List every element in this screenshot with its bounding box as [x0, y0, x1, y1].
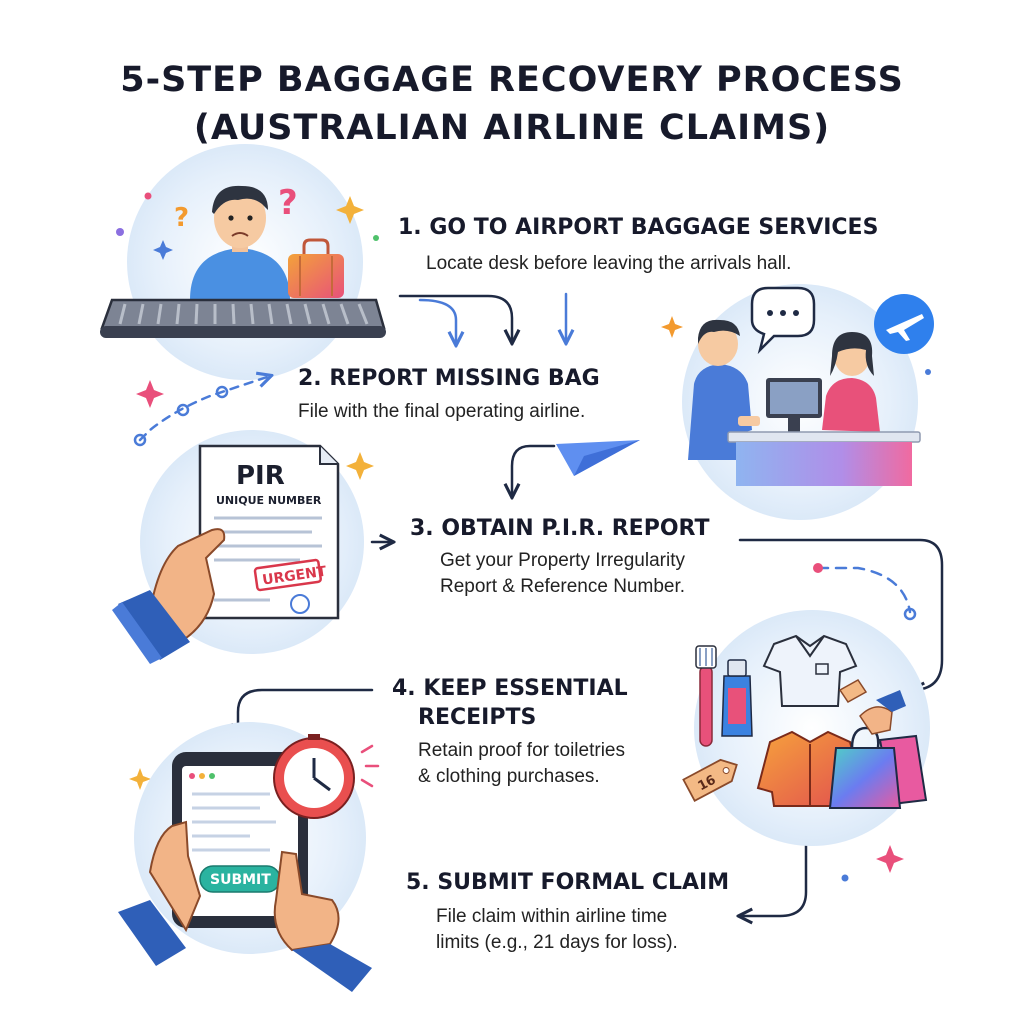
pir-title: PIR: [236, 461, 285, 491]
clock-icon: [273, 734, 355, 819]
toothbrush-icon: [695, 645, 717, 747]
step-5-description-line-1: File claim within airline time: [436, 906, 668, 927]
title-line-2: (AUSTRALIAN AIRLINE CLAIMS): [193, 108, 831, 148]
step-3-heading: 3. OBTAIN P.I.R. REPORT: [410, 516, 710, 541]
step-4-description-line-1: Retain proof for toiletries: [418, 740, 625, 761]
tablet-submission-illustration: SUBMIT: [118, 722, 380, 992]
airplane-icon: [874, 294, 934, 354]
submit-button-label: SUBMIT: [210, 872, 271, 888]
flow-arrows: [138, 292, 944, 916]
speech-bubble-icon: [750, 286, 816, 355]
paper-plane-icon: [556, 440, 640, 476]
toothpaste-icon: [721, 659, 753, 737]
step-2-description: File with the final operating airline.: [298, 401, 586, 422]
step-5-description-line-2: limits (e.g., 21 days for loss).: [436, 932, 678, 953]
title-line-1: 5-STEP BAGGAGE RECOVERY PROCESS: [120, 60, 904, 100]
step-4-heading-line-1: 4. KEEP ESSENTIAL: [392, 676, 628, 701]
step-2-heading: 2. REPORT MISSING BAG: [298, 366, 600, 391]
step-4-heading-line-2: RECEIPTS: [418, 705, 537, 730]
flow-dots: [133, 385, 917, 621]
airline-desk-illustration: [682, 284, 934, 520]
step-3-description-line-2: Report & Reference Number.: [440, 576, 686, 597]
shirt-icon: [762, 634, 858, 707]
pir-subtitle: UNIQUE NUMBER: [216, 494, 322, 507]
baggage-carousel-illustration: ? ?: [100, 144, 386, 380]
step-3-description-line-1: Get your Property Irregularity: [440, 550, 685, 571]
step-5-heading: 5. SUBMIT FORMAL CLAIM: [406, 870, 730, 895]
step-1-heading: 1. GO TO AIRPORT BAGGAGE SERVICES: [398, 215, 879, 240]
step-1-description: Locate desk before leaving the arrivals …: [426, 253, 792, 274]
pir-document-illustration: PIR UNIQUE NUMBER URGENT: [112, 430, 364, 664]
svg-text:?: ?: [174, 203, 189, 233]
svg-text:?: ?: [278, 183, 298, 223]
price-tag-icon: 16: [682, 758, 738, 803]
step-4-description-line-2: & clothing purchases.: [418, 766, 600, 787]
essentials-illustration: 16: [682, 610, 930, 846]
shopping-bags-icon: [828, 690, 928, 809]
